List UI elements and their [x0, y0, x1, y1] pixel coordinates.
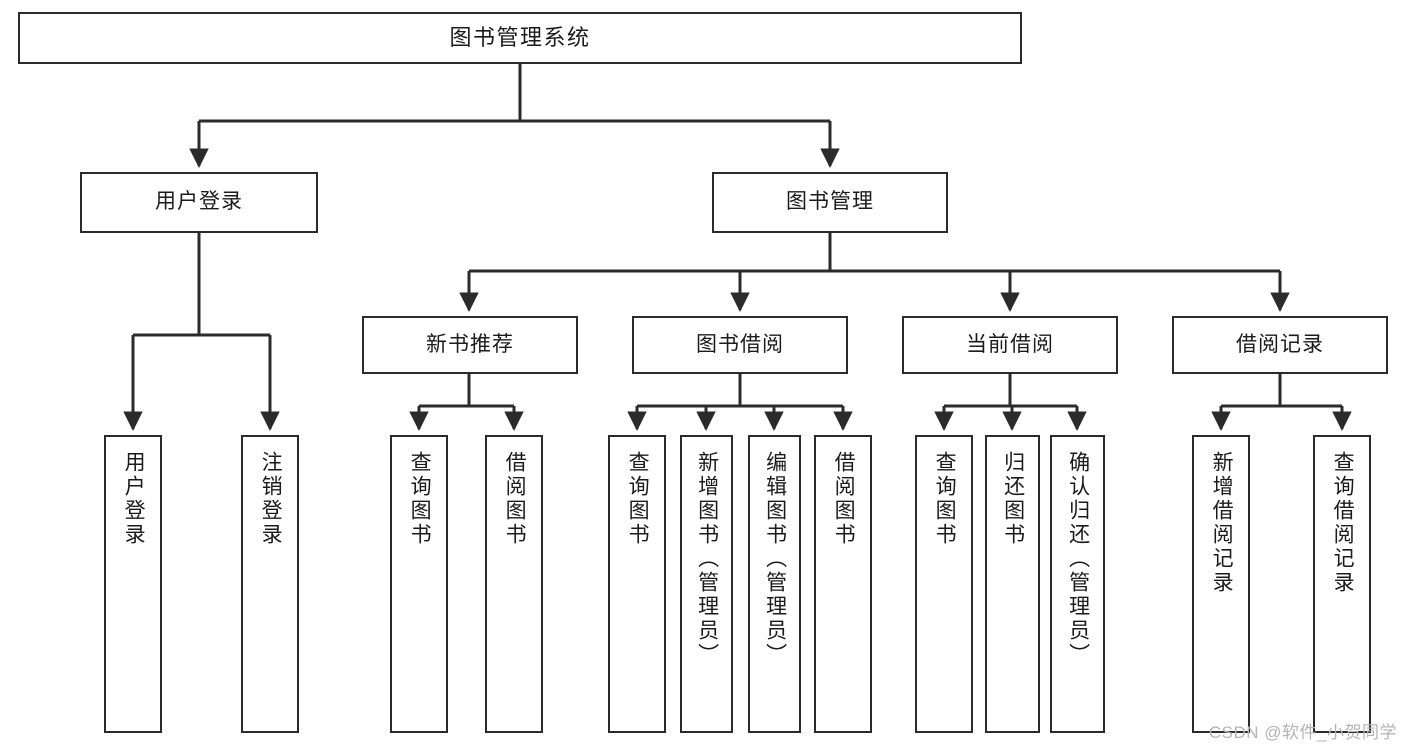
node-leaf-add-book[interactable]: 新增图书（管理员） [680, 435, 733, 733]
node-leaf-add-book-label: 新增图书（管理员） [695, 451, 719, 667]
node-book-borrow[interactable]: 图书借阅 [632, 316, 848, 374]
node-new-book-recommend[interactable]: 新书推荐 [362, 316, 578, 374]
node-leaf-query-borrow-record-label: 查询借阅记录 [1331, 451, 1355, 595]
node-current-borrow[interactable]: 当前借阅 [902, 316, 1118, 374]
node-leaf-edit-book[interactable]: 编辑图书（管理员） [748, 435, 801, 733]
node-book-manage[interactable]: 图书管理 [712, 172, 948, 233]
node-leaf-user-logout[interactable]: 注销登录 [241, 435, 299, 733]
node-leaf-add-borrow-record[interactable]: 新增借阅记录 [1192, 435, 1250, 733]
node-leaf-add-borrow-record-label: 新增借阅记录 [1210, 451, 1234, 595]
node-borrow-record-label: 借阅记录 [1236, 332, 1324, 356]
node-book-manage-label: 图书管理 [786, 190, 874, 214]
node-leaf-user-logout-label: 注销登录 [259, 451, 283, 547]
node-borrow-record[interactable]: 借阅记录 [1172, 316, 1388, 374]
node-leaf-query-book-1[interactable]: 查询图书 [390, 435, 448, 733]
watermark: CSDN @软件_小贺同学 [1208, 723, 1397, 742]
node-leaf-user-login[interactable]: 用户登录 [104, 435, 162, 733]
node-new-book-recommend-label: 新书推荐 [426, 332, 514, 356]
node-leaf-confirm-return-label: 确认归还（管理员） [1066, 451, 1090, 667]
node-leaf-borrow-book-2-label: 借阅图书 [832, 451, 856, 547]
node-leaf-borrow-book-1-label: 借阅图书 [503, 451, 527, 547]
node-leaf-return-book[interactable]: 归还图书 [985, 435, 1040, 733]
node-user-login-label: 用户登录 [155, 190, 243, 214]
node-leaf-borrow-book-2[interactable]: 借阅图书 [814, 435, 872, 733]
node-leaf-user-login-label: 用户登录 [122, 451, 146, 547]
node-leaf-query-borrow-record[interactable]: 查询借阅记录 [1313, 435, 1371, 733]
node-leaf-edit-book-label: 编辑图书（管理员） [763, 451, 787, 667]
node-leaf-query-book-3-label: 查询图书 [933, 451, 957, 547]
node-book-borrow-label: 图书借阅 [696, 332, 784, 356]
node-leaf-query-book-2[interactable]: 查询图书 [608, 435, 666, 733]
node-leaf-confirm-return[interactable]: 确认归还（管理员） [1050, 435, 1105, 733]
node-leaf-query-book-1-label: 查询图书 [408, 451, 432, 547]
node-current-borrow-label: 当前借阅 [966, 332, 1054, 356]
node-leaf-query-book-3[interactable]: 查询图书 [915, 435, 973, 733]
node-root[interactable]: 图书管理系统 [18, 12, 1022, 64]
node-user-login[interactable]: 用户登录 [80, 172, 318, 233]
node-leaf-borrow-book-1[interactable]: 借阅图书 [485, 435, 543, 733]
node-leaf-return-book-label: 归还图书 [1001, 451, 1025, 547]
node-root-label: 图书管理系统 [449, 25, 591, 51]
node-leaf-query-book-2-label: 查询图书 [626, 451, 650, 547]
